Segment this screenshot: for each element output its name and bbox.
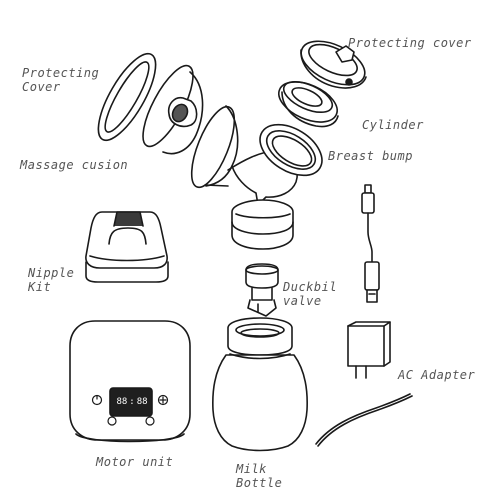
label-line-1: Milk — [236, 462, 267, 476]
label-line-2: valve — [283, 294, 322, 308]
label-ac-adapter: AC Adapter — [398, 368, 475, 382]
ac-adapter-part — [347, 321, 391, 379]
label-nipple-kit: Nipple Kit — [28, 266, 74, 294]
nipple-kit-part — [85, 211, 169, 283]
label-motor-unit: Motor unit — [96, 455, 173, 469]
label-protecting-cover-top: Protecting cover — [348, 36, 472, 50]
label-text: Massage cusion — [20, 158, 129, 172]
label-line-2: Bottle — [236, 476, 283, 490]
label-milk-bottle: Milk Bottle — [236, 462, 282, 490]
cylinder-part — [278, 80, 339, 128]
motor-unit-part — [69, 320, 191, 443]
label-duckbil-valve: Duckbil valve — [283, 280, 337, 308]
air-tube-part — [315, 393, 413, 447]
label-line-1: Protecting — [22, 66, 100, 80]
label-line-2: Kit — [28, 280, 52, 294]
label-line-1: Duckbil — [283, 280, 338, 294]
protecting-cover-left-part — [97, 52, 157, 142]
display-separator: : — [129, 397, 135, 407]
label-text: Motor unit — [96, 455, 174, 469]
label-line-2: Cover — [22, 80, 61, 94]
display-right-digits: 88 — [136, 397, 148, 407]
motor-display-panel — [109, 387, 153, 417]
motor-buttons — [91, 394, 169, 426]
display-left-digits: 88 — [116, 397, 128, 407]
label-text: Breast bump — [328, 149, 413, 163]
label-text: AC Adapter — [398, 368, 476, 382]
protecting-cover-top-part — [300, 40, 367, 89]
display-readout: 88 : 88 — [112, 394, 152, 410]
label-massage-cusion: Massage cusion — [20, 158, 128, 172]
label-text: Protecting cover — [348, 36, 472, 50]
usb-cable-part — [361, 184, 380, 303]
breast-bump-part — [259, 123, 323, 177]
massage-cushion-part — [142, 64, 204, 155]
bottle-adaptor-part — [231, 199, 294, 250]
label-line-1: Nipple — [28, 266, 75, 280]
label-cylinder: Cylinder — [362, 118, 424, 132]
label-text: Cylinder — [362, 118, 424, 132]
breast-shield-part — [190, 105, 298, 217]
milk-bottle-part — [212, 317, 308, 452]
label-breast-bump: Breast bump — [328, 149, 413, 163]
label-protecting-cover-left: Protecting Cover — [22, 66, 99, 94]
duckbill-valve-part — [245, 263, 279, 317]
